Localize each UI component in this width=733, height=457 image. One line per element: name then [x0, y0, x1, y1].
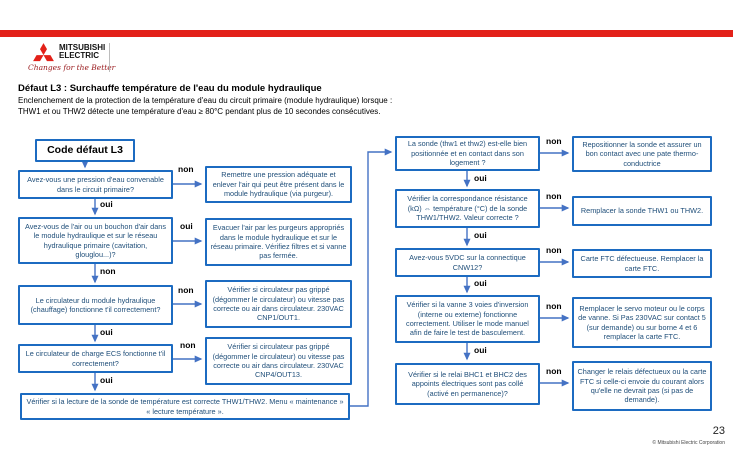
- branch-label-non: non: [546, 136, 562, 146]
- page-subtitle-line2: THW1 et ou THW2 détecte une température …: [18, 107, 381, 116]
- flow-box-action-circulateur-cnp4: Vérifier si circulateur pas grippé (dégo…: [205, 337, 352, 385]
- branch-label-non: non: [546, 191, 562, 201]
- branch-label-oui: oui: [474, 230, 487, 240]
- branch-label-oui: oui: [474, 173, 487, 183]
- brand-tagline: Changes for the Better: [28, 63, 116, 72]
- flow-box-action-repositionner-sonde: Repositionner la sonde et assurer un bon…: [572, 136, 712, 172]
- flow-box-action-circulateur-cnp1: Vérifier si circulateur pas grippé (dégo…: [205, 280, 352, 328]
- brand-line1: MITSUBISHI: [59, 43, 106, 52]
- branch-label-oui: oui: [474, 278, 487, 288]
- flow-box-question-vanne-3voies: Vérifier si la vanne 3 voies d'inversion…: [395, 295, 540, 343]
- flow-box-question-circulateur-chauffage: Le circulateur du module hydraulique (ch…: [18, 285, 173, 325]
- branch-label-oui: oui: [100, 375, 113, 385]
- flow-box-action-remettre-pression: Remettre une pression adéquate et enleve…: [205, 166, 352, 203]
- flow-box-action-changer-relais: Changer le relais défectueux ou la carte…: [572, 361, 712, 411]
- flow-box-question-circulateur-ecs: Le circulateur de charge ECS fonctionne …: [18, 344, 173, 373]
- branch-label-non: non: [546, 301, 562, 311]
- page-subtitle-line1: Enclenchement de la protection de la tem…: [18, 96, 393, 105]
- branch-label-non: non: [180, 340, 196, 350]
- branch-label-oui: oui: [100, 199, 113, 209]
- branch-label-non: non: [178, 285, 194, 295]
- page-title: Défaut L3 : Surchauffe température de l'…: [18, 83, 322, 94]
- flow-box-question-relai-bhc: Vérifier si le relai BHC1 et BHC2 des ap…: [395, 363, 540, 405]
- branch-label-oui: oui: [474, 345, 487, 355]
- branch-label-oui: oui: [100, 327, 113, 337]
- flow-box-start: Code défaut L3: [35, 139, 135, 162]
- flow-box-action-evacuer-air: Evacuer l'air par les purgeurs approprié…: [205, 218, 352, 266]
- brand-line2: ELECTRIC: [59, 51, 99, 60]
- mitsubishi-logo-icon: [33, 43, 54, 62]
- branch-label-non: non: [546, 366, 562, 376]
- flow-box-verifier-lecture-sonde: Vérifier si la lecture de la sonde de te…: [20, 393, 350, 420]
- branch-label-non: non: [546, 245, 562, 255]
- flow-box-action-remplacer-sonde: Remplacer la sonde THW1 ou THW2.: [572, 196, 712, 226]
- brand-name: MITSUBISHI ELECTRIC: [59, 44, 105, 60]
- copyright-notice: © Mitsubishi Electric Corporation: [652, 440, 725, 446]
- flow-box-action-servo-moteur: Remplacer le servo moteur ou le corps de…: [572, 297, 712, 348]
- logo-divider: [109, 43, 110, 72]
- flow-box-question-5vdc: Avez-vous 5VDC sur la connectique CNW12?: [395, 248, 540, 277]
- flow-box-question-air: Avez-vous de l'air ou un bouchon d'air d…: [18, 217, 173, 264]
- flow-box-action-carte-ftc: Carte FTC défectueuse. Remplacer la cart…: [572, 249, 712, 278]
- page-number: 23: [712, 425, 725, 437]
- flow-box-question-sonde-position: La sonde (thw1 et thw2) est-elle bien po…: [395, 136, 540, 171]
- flow-box-question-resistance: Vérifier la correspondance résistance (k…: [395, 189, 540, 228]
- flow-box-question-pression: Avez-vous une pression d'eau convenable …: [18, 170, 173, 199]
- branch-label-oui: oui: [180, 221, 193, 231]
- branch-label-non: non: [100, 266, 116, 276]
- header-red-bar: [0, 30, 733, 37]
- branch-label-non: non: [178, 164, 194, 174]
